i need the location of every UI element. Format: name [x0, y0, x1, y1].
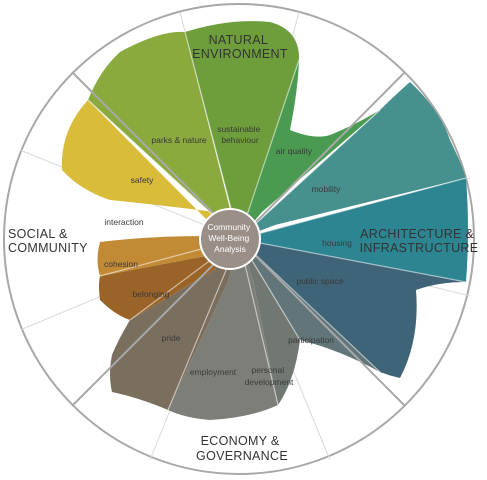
petal-personal-development	[239, 239, 300, 405]
label-mobility: mobility	[312, 184, 342, 194]
petal-safety	[61, 100, 239, 239]
label-belonging: belonging	[133, 289, 170, 299]
category-economy-governance: ECONOMY & GOVERNANCE	[196, 434, 288, 463]
petal-parks-nature	[88, 31, 239, 240]
category-dividers	[71, 71, 406, 407]
petal-mobility	[239, 82, 466, 239]
petal-housing	[239, 178, 468, 282]
label-participation: participation	[288, 335, 334, 345]
label-personal-development: personal development	[245, 365, 294, 387]
petal-air-quality	[239, 60, 380, 239]
petal-sustainable-behaviour	[185, 21, 300, 239]
label-cohesion: cohesion	[104, 259, 138, 269]
category-natural-environment: NATURAL ENVIRONMENT	[192, 33, 288, 61]
category-architecture-infrastructure: ARCHITECTURE & INFRASTRUCTURE	[360, 227, 479, 255]
center-title: Community Well-Being Analysis	[207, 222, 252, 254]
label-pride: pride	[162, 333, 181, 343]
petal-public-space	[239, 239, 466, 378]
label-safety: safety	[131, 175, 154, 185]
center-hub	[199, 208, 261, 270]
category-social-community: SOCIAL & COMMUNITY	[8, 227, 88, 255]
label-housing: housing	[322, 238, 352, 248]
label-parks-nature: parks & nature	[151, 135, 207, 145]
indicator-labels: parks & nature sustainable behaviour air…	[104, 124, 352, 387]
label-employment: employment	[190, 367, 237, 377]
label-sustainable-behaviour: sustainable behaviour	[217, 124, 262, 145]
petal-belonging	[99, 239, 239, 320]
label-public-space: public space	[296, 276, 344, 286]
label-air-quality: air quality	[276, 146, 313, 156]
label-interaction: interaction	[104, 217, 143, 227]
petal-pride	[110, 239, 239, 410]
petal-employment	[168, 239, 278, 420]
